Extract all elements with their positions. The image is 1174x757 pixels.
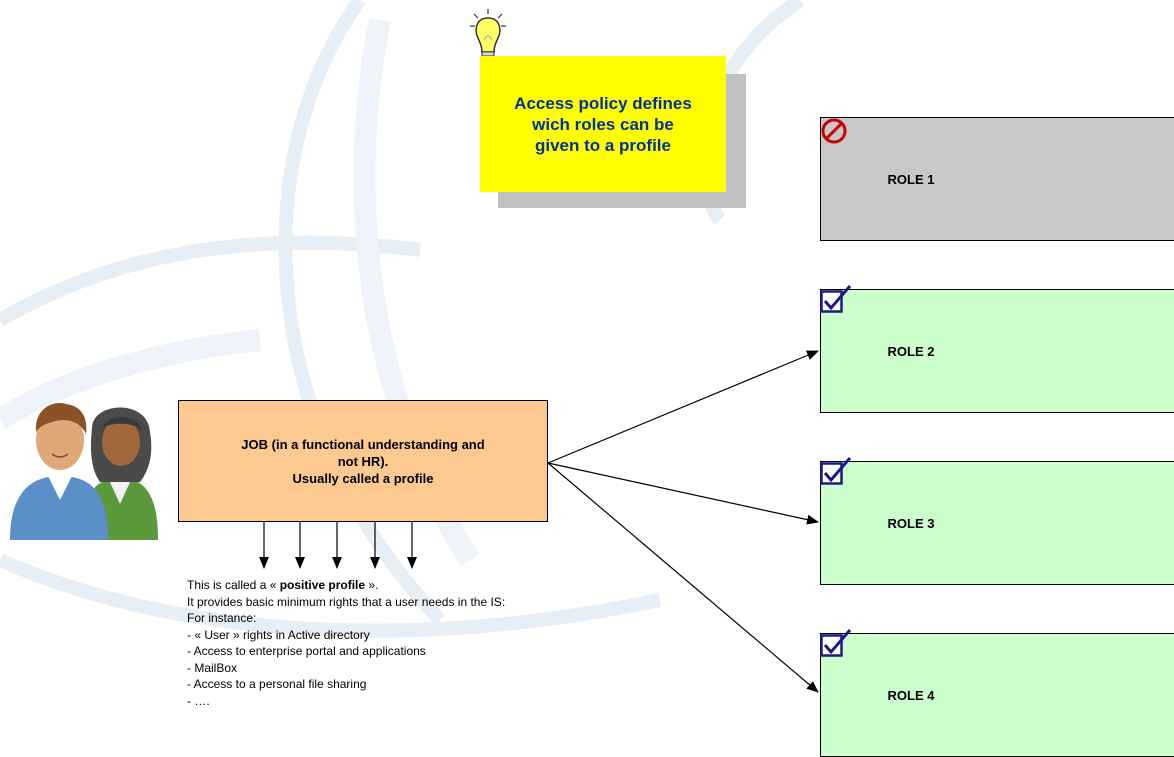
role-label: ROLE 1 bbox=[887, 171, 935, 187]
checkbox-checked-icon bbox=[820, 284, 854, 314]
checkbox-checked-icon bbox=[820, 628, 854, 658]
role-3-box: ROLE 3 bbox=[820, 461, 1174, 585]
arrow-to-role-4 bbox=[547, 462, 819, 693]
job-profile-box: JOB (in a functional understanding and n… bbox=[178, 400, 548, 522]
access-policy-note: Access policy defines wich roles can be … bbox=[480, 56, 726, 192]
prohibited-icon bbox=[820, 117, 850, 147]
role-label: ROLE 3 bbox=[887, 515, 935, 531]
role-label: ROLE 4 bbox=[887, 687, 935, 703]
role-1-box: ROLE 1 bbox=[820, 117, 1174, 241]
description-item: - …. bbox=[187, 693, 210, 708]
description-item: - Access to enterprise portal and applic… bbox=[187, 644, 426, 658]
description-line: For instance: bbox=[187, 611, 257, 625]
role-4-box: ROLE 4 bbox=[820, 633, 1174, 757]
description-item: - « User » rights in Active directory bbox=[187, 627, 370, 642]
users-icon bbox=[8, 392, 170, 540]
checkbox-checked-icon bbox=[820, 456, 854, 486]
description-line: It provides basic minimum rights that a … bbox=[187, 594, 506, 609]
role-2-box: ROLE 2 bbox=[820, 289, 1174, 413]
role-label: ROLE 2 bbox=[887, 343, 935, 359]
description-item: - Access to a personal file sharing bbox=[187, 677, 367, 691]
description-intro: This is called a « positive profile ». bbox=[187, 578, 379, 592]
arrow-to-role-2 bbox=[547, 350, 819, 464]
arrow-to-role-3 bbox=[547, 462, 819, 525]
positive-profile-term: positive profile bbox=[279, 578, 366, 592]
positive-profile-description: This is called a « positive profile ». I… bbox=[187, 577, 687, 709]
description-item: - MailBox bbox=[187, 660, 238, 675]
